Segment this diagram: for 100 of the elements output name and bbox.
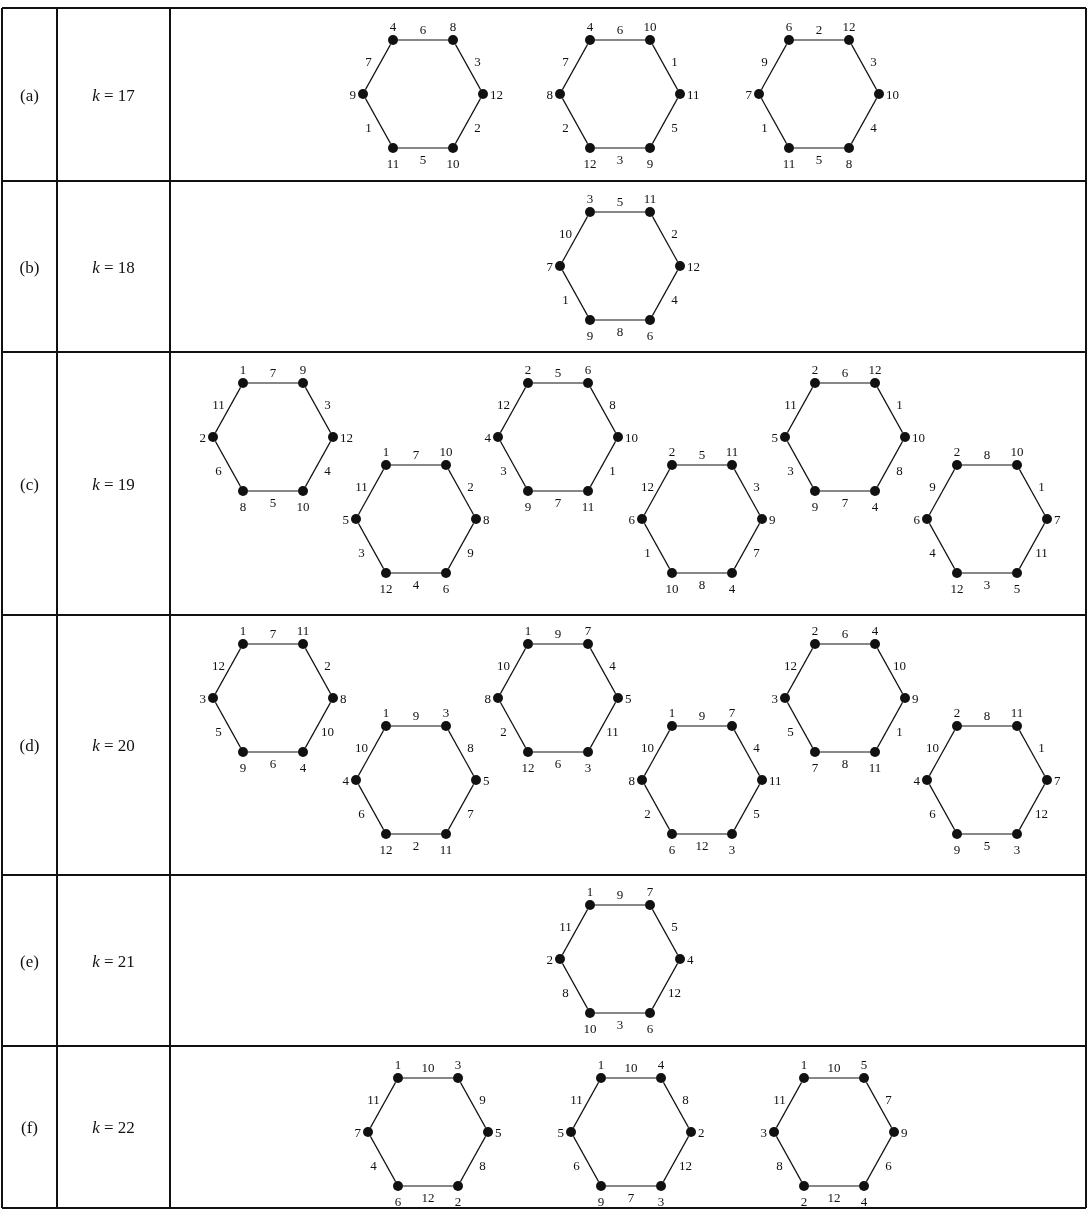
edge-label: 8 (562, 985, 569, 999)
graph-edge (594, 211, 646, 213)
vertex-label: 4 (913, 773, 920, 787)
graph-edge (786, 701, 814, 749)
vertex-dot (596, 1073, 606, 1083)
edge-label: 10 (355, 740, 369, 754)
vertex-dot (952, 568, 962, 578)
graph-edge (561, 269, 589, 317)
vertex-dot (757, 775, 767, 785)
edge-label: 8 (682, 1092, 689, 1106)
edge-label: 9 (761, 54, 768, 68)
vertex-dot (1012, 829, 1022, 839)
vertex-label: 2 (546, 952, 553, 966)
graph-edge (760, 97, 788, 145)
edge-label: 5 (616, 194, 624, 208)
graph-edge (532, 382, 584, 384)
edge-label: 7 (365, 54, 372, 68)
vertex-dot (381, 721, 391, 731)
edge-label: 10 (320, 724, 334, 738)
edge-label: 9 (554, 626, 562, 640)
edge-label: 12 (497, 397, 511, 411)
vertex-label: 6 (584, 362, 592, 376)
edge-label: 1 (365, 120, 372, 134)
edge-label: 5 (419, 152, 427, 166)
edge-label: 2 (412, 838, 420, 852)
vertex-dot (810, 639, 820, 649)
graph-edge (214, 701, 242, 749)
vertex-dot (784, 143, 794, 153)
vertex-dot (844, 143, 854, 153)
vertex-dot (1012, 460, 1022, 470)
edge-label: 1 (896, 724, 903, 738)
vertex-dot (358, 89, 368, 99)
vertex-dot (870, 639, 880, 649)
vertex-dot (393, 1181, 403, 1191)
edge-label: 12 (641, 479, 655, 493)
row-letter: (f) (21, 1118, 38, 1136)
graph-edge (589, 386, 617, 434)
graph-edge (651, 43, 679, 91)
vertex-dot (585, 207, 595, 217)
vertex-label: 4 (586, 19, 594, 33)
vertex-dot (493, 432, 503, 442)
edge-label: 3 (983, 577, 991, 591)
vertex-dot (780, 432, 790, 442)
vertex-label: 3 (586, 191, 594, 205)
vertex-dot (757, 514, 767, 524)
vertex-label: 12 (379, 842, 393, 856)
graph-edge (961, 572, 1013, 574)
edge-label: 8 (983, 447, 991, 461)
graph-edge (594, 39, 646, 41)
graph-edge (561, 43, 589, 91)
graph-edge (793, 147, 845, 149)
vertex-label: 8 (845, 156, 853, 170)
vertex-label: 5 (860, 1057, 868, 1071)
vertex-label: 2 (800, 1194, 808, 1208)
edge-label: 10 (892, 658, 906, 672)
vertex-dot (859, 1181, 869, 1191)
vertex-label: 5 (625, 691, 632, 705)
edge-label: 2 (474, 120, 481, 134)
vertex-label: 1 (382, 444, 390, 458)
graph-edge (786, 440, 814, 488)
vertex-dot (754, 89, 764, 99)
vertex-label: 10 (583, 1021, 597, 1035)
row-parameter: k = 22 (92, 1118, 135, 1136)
vertex-label: 1 (597, 1057, 605, 1071)
vertex-label: 3 (771, 691, 778, 705)
graph-edge (214, 440, 242, 488)
graph-edge (447, 468, 475, 516)
vertex-dot (493, 693, 503, 703)
graph-edge (459, 1135, 487, 1183)
graph-edge (819, 382, 871, 384)
vertex-label: 12 (379, 581, 393, 595)
vertex-label: 1 (800, 1057, 808, 1071)
graph-edge (390, 833, 442, 835)
vertex-dot (238, 486, 248, 496)
vertex-label: 4 (342, 773, 349, 787)
vertex-dot (478, 89, 488, 99)
edge-label: 5 (983, 838, 991, 852)
vertex-label: 8 (449, 19, 457, 33)
edge-label: 7 (841, 495, 849, 509)
edge-label: 2 (671, 226, 678, 240)
edge-label: 10 (624, 1060, 638, 1074)
edge-label: 12 (1034, 806, 1048, 820)
edge-label: 7 (562, 54, 569, 68)
vertex-label: 11 (868, 760, 882, 774)
vertex-label: 7 (728, 705, 736, 719)
graph-edge (454, 43, 482, 91)
vertex-label: 9 (349, 87, 356, 101)
vertex-dot (351, 514, 361, 524)
graph-edge (662, 1135, 690, 1183)
edge-label: 3 (787, 463, 794, 477)
graph-edge (876, 647, 904, 695)
graph-edge (247, 382, 299, 384)
vertex-label: 6 (394, 1194, 402, 1208)
vertex-dot (1012, 568, 1022, 578)
vertex-dot (799, 1181, 809, 1191)
edge-label: 4 (324, 463, 331, 477)
vertex-label: 7 (646, 884, 654, 898)
vertex-dot (784, 35, 794, 45)
edge-label: 9 (698, 708, 706, 722)
vertex-label: 11 (782, 156, 796, 170)
